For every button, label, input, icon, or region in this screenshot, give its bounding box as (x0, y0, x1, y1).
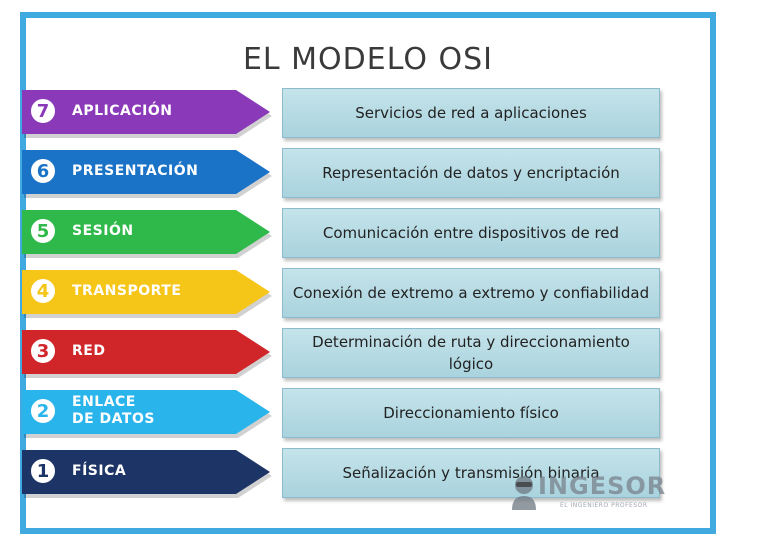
layer-arrow-shape (22, 390, 272, 438)
layer-description: Servicios de red a aplicaciones (282, 88, 660, 138)
diagram-title: EL MODELO OSI (242, 42, 494, 77)
layer-arrow-shape (22, 450, 272, 498)
layer-name: APLICACIÓN (72, 102, 173, 119)
layer-name: FÍSICA (72, 462, 127, 479)
person-icon (512, 476, 536, 510)
layer-description: Direccionamiento físico (282, 388, 660, 438)
layer-description: Conexión de extremo a extremo y confiabi… (282, 268, 660, 318)
layer-number-badge: 3 (28, 336, 58, 366)
layer-description: Determinación de ruta y direccionamiento… (282, 328, 660, 378)
osi-layer-3: 3 RED (22, 330, 272, 378)
logo-name: INGESOR (538, 472, 667, 500)
osi-layer-4: 4 TRANSPORTE (22, 270, 272, 318)
osi-layer-6: 6 PRESENTACIÓN (22, 150, 272, 198)
osi-layer-2: 2 ENLACE DE DATOS (22, 390, 272, 438)
osi-layer-7: 7 APLICACIÓN (22, 90, 272, 138)
layer-name: SESIÓN (72, 222, 134, 239)
layer-number-badge: 7 (28, 96, 58, 126)
layer-number-badge: 5 (28, 216, 58, 246)
osi-layer-5: 5 SESIÓN (22, 210, 272, 258)
layer-arrow-shape (22, 150, 272, 198)
layer-number-badge: 4 (28, 276, 58, 306)
layer-arrow-shape (22, 90, 272, 138)
layer-description: Comunicación entre dispositivos de red (282, 208, 660, 258)
watermark-logo: INGESOR EL INGENIERO PROFESOR (508, 470, 683, 514)
logo-tagline: EL INGENIERO PROFESOR (560, 502, 648, 509)
layer-description: Señalización y transmisión binaria (282, 448, 660, 498)
layer-name: RED (72, 342, 106, 359)
layer-name: ENLACE DE DATOS (72, 394, 155, 427)
layer-description: Representación de datos y encriptación (282, 148, 660, 198)
layer-number-badge: 6 (28, 156, 58, 186)
osi-layer-1: 1 FÍSICA (22, 450, 272, 498)
layer-number-badge: 1 (28, 456, 58, 486)
layer-arrow-shape (22, 210, 272, 258)
layer-number-badge: 2 (28, 396, 58, 426)
layer-name: TRANSPORTE (72, 282, 182, 299)
layer-arrow-shape (22, 330, 272, 378)
layer-arrow-shape (22, 270, 272, 318)
layer-name: PRESENTACIÓN (72, 162, 199, 179)
